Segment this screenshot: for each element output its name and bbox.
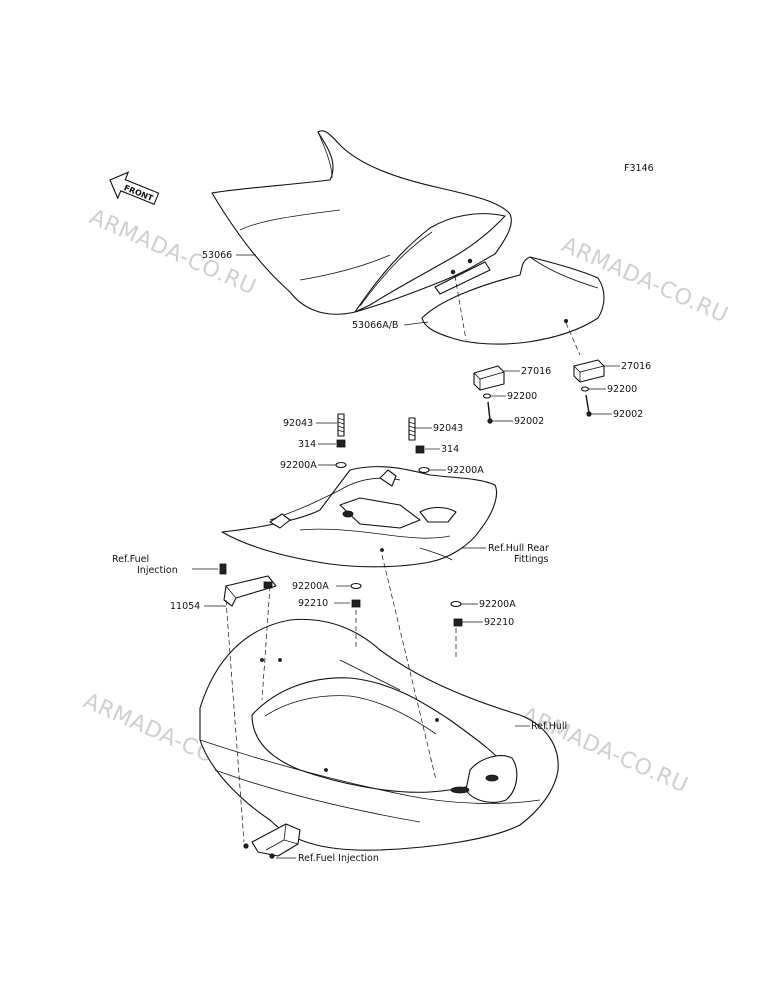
callout-53066: 53066	[202, 250, 232, 261]
washer-92200a-lower-left	[350, 582, 362, 590]
dash-rear	[565, 322, 581, 356]
callout-92200a-lower-right: 92200A	[479, 599, 516, 610]
nut-92210-lower-left	[351, 599, 361, 608]
callout-92200a-right: 92200A	[447, 465, 484, 476]
ref-fuel-top-line1: Ref.Fuel	[112, 554, 149, 565]
ref-hull-rear-line2: Fittings	[514, 554, 549, 565]
dash-fuel-right	[261, 585, 271, 701]
stopper-left	[473, 365, 505, 391]
bolt-92002-right	[585, 394, 592, 417]
hull-rear-fittings	[221, 466, 498, 568]
callout-314-right: 314	[441, 444, 459, 455]
callout-53066ab: 53066A/B	[352, 320, 398, 331]
fuel-injection-bolt-top	[219, 563, 227, 575]
stopper-right	[573, 359, 605, 383]
seat-53066	[211, 130, 512, 315]
callout-92200a-lower-left: 92200A	[292, 581, 329, 592]
figure-code: F3146	[624, 163, 654, 174]
washer-92200a-right	[418, 466, 430, 474]
washer-92200a-lower-right	[450, 600, 462, 608]
callout-314-left: 314	[298, 439, 316, 450]
callout-11054: 11054	[170, 601, 200, 612]
dash-fuel-left	[225, 599, 245, 843]
stud-92043-left	[337, 413, 345, 437]
ref-fuel-top-line2: Injection	[137, 565, 178, 576]
rear-seat-53066ab	[421, 256, 605, 345]
callout-92043-left: 92043	[283, 418, 313, 429]
ref-hull-rear-line1: Ref.Hull Rear	[488, 543, 549, 554]
callout-92002-left: 92002	[514, 416, 544, 427]
nut-314-right	[415, 445, 425, 454]
hull	[199, 618, 559, 851]
callout-27016-left: 27016	[521, 366, 551, 377]
dash-center	[381, 554, 437, 781]
bracket-11054	[223, 575, 277, 607]
nut-314-left	[336, 439, 346, 448]
washer-92200a-left	[335, 461, 347, 469]
callout-92002-right: 92002	[613, 409, 643, 420]
callout-92200-left: 92200	[507, 391, 537, 402]
stud-92043-right	[408, 417, 416, 441]
washer-92200-right	[580, 386, 590, 392]
front-arrow-icon: FRONT	[109, 171, 160, 206]
callout-92043-right: 92043	[433, 423, 463, 434]
callout-ref-hull-rear: Ref.Hull Rear Fittings	[488, 543, 552, 565]
washer-92200-left	[482, 393, 492, 399]
callout-92200-right: 92200	[607, 384, 637, 395]
callout-92210-lower-right: 92210	[484, 617, 514, 628]
callout-ref-fuel-bottom: Ref.Fuel Injection	[298, 853, 379, 864]
callout-27016-right: 27016	[621, 361, 651, 372]
callout-ref-hull: Ref.Hull	[531, 721, 567, 732]
callout-92200a-left: 92200A	[280, 460, 317, 471]
leader-53066ab	[403, 321, 429, 326]
dash-seat	[454, 275, 467, 341]
fuel-injection-bracket-bottom	[243, 823, 301, 859]
nut-92210-lower-right	[453, 618, 463, 627]
callout-ref-fuel-top: Ref.Fuel Injection	[112, 554, 178, 576]
callout-92210-lower-left: 92210	[298, 598, 328, 609]
bolt-92002-left	[487, 401, 493, 424]
